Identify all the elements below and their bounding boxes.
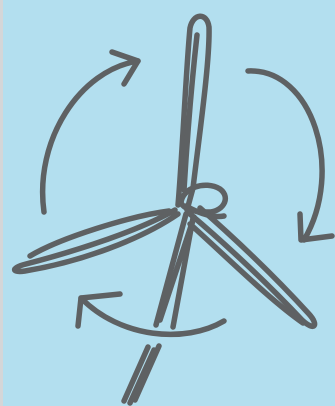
sky-background: [3, 0, 335, 406]
wind-turbine-illustration: [3, 0, 335, 406]
wind-turbine-drawing: [3, 0, 335, 406]
